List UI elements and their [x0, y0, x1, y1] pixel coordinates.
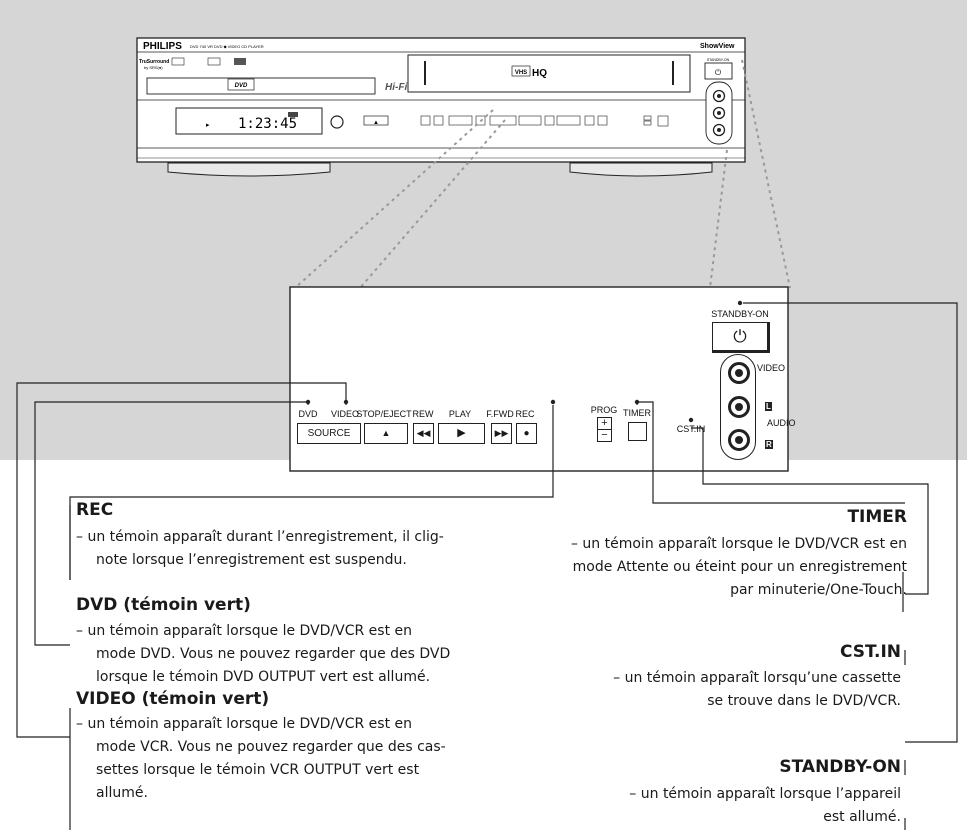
cst-in-callout-text: – un témoin apparaît lorsqu’une cassette… [613, 670, 901, 709]
svg-text:DVD 740 VR DVD ◆ VIDEO CD PLAY: DVD 740 VR DVD ◆ VIDEO CD PLAYER [190, 44, 264, 49]
zoom-dotted-lines [294, 59, 791, 289]
stop-eject-button[interactable]: ▲ [364, 423, 408, 444]
dvd-callout-title: DVD (témoin vert) [76, 595, 251, 615]
play-button[interactable]: ▶ [438, 423, 485, 444]
svg-text:F.FWD: F.FWD [486, 409, 514, 419]
dvd-callout-text: – un témoin apparaît lorsque le DVD/VCR … [76, 623, 451, 685]
rec-callout-title: REC [76, 500, 114, 520]
rec-callout-text: – un témoin apparaît durant l’enregistre… [76, 529, 444, 568]
device-foot-right [569, 162, 713, 177]
audio-r-jack[interactable] [728, 429, 750, 451]
svg-text:REC: REC [515, 409, 535, 419]
video-callout-text: – un témoin apparaît lorsque le DVD/VCR … [76, 716, 446, 801]
svg-text:STANDBY-ON: STANDBY-ON [711, 309, 769, 319]
svg-text:▸: ▸ [206, 122, 210, 129]
remote-sensor [330, 115, 344, 129]
svg-text:PROG: PROG [591, 405, 618, 415]
rec-led [550, 399, 556, 405]
hifi-logo: Hi-Fi [385, 82, 407, 93]
rew-button[interactable]: ◀◀ [413, 423, 434, 444]
audio-r-label: R [765, 440, 773, 449]
audio-l-jack[interactable] [728, 396, 750, 418]
cst-in-callout-title: CST.IN [839, 642, 901, 662]
svg-text:⏻: ⏻ [715, 68, 722, 77]
audio-l-label: L [765, 402, 772, 411]
rec-button[interactable]: ● [516, 423, 537, 444]
standby-led [737, 300, 743, 306]
open-close-button-small [363, 115, 389, 126]
video-callout-title: VIDEO (témoin vert) [76, 689, 270, 709]
cassette-slot [407, 54, 691, 93]
timer-callout-text: – un témoin apparaît lorsque le DVD/VCR … [570, 536, 907, 598]
standby-on-button[interactable]: ⏻ [712, 322, 770, 353]
display-time: 1:23:45 [238, 116, 297, 132]
svg-text:CST.IN: CST.IN [677, 424, 706, 434]
timer-callout-title: TIMER [847, 507, 907, 527]
svg-text:STOP/EJECT: STOP/EJECT [356, 409, 412, 419]
cst-in-led [688, 417, 694, 423]
svg-text:by SRS(●): by SRS(●) [144, 65, 163, 70]
svg-text:TruSurround: TruSurround [139, 59, 169, 65]
brand-logo: PHILIPS [143, 41, 182, 52]
svg-text:TIMER: TIMER [623, 408, 651, 418]
svg-text:VIDEO: VIDEO [757, 363, 785, 373]
device-foot-left [167, 162, 331, 177]
standby-callout-text: – un témoin apparaît lorsque l’appareil … [629, 786, 901, 825]
showview-logo: ShowView [700, 43, 735, 50]
dvd-tray [146, 77, 376, 95]
video-jack[interactable] [728, 362, 750, 384]
svg-text:REW: REW [413, 409, 435, 419]
dvd-logo [227, 78, 255, 91]
source-button[interactable]: SOURCE [297, 423, 361, 444]
svg-text:DVD: DVD [298, 409, 318, 419]
svg-text:HQ: HQ [532, 68, 547, 79]
svg-text:STANDBY-ON: STANDBY-ON [707, 58, 730, 62]
ffwd-button[interactable]: ▶▶ [491, 423, 512, 444]
svg-text:PLAY: PLAY [449, 409, 471, 419]
prog-minus-button[interactable]: − [597, 429, 612, 442]
standby-button-small [704, 62, 733, 80]
svg-text:▲: ▲ [373, 120, 379, 126]
timer-button[interactable] [628, 422, 647, 441]
svg-text:VHS: VHS [515, 70, 527, 76]
svg-text:VIDEO: VIDEO [331, 409, 359, 419]
svg-text:AUDIO: AUDIO [767, 418, 796, 428]
standby-callout-title: STANDBY-ON [779, 757, 901, 777]
svg-text:DVD: DVD [235, 83, 248, 89]
